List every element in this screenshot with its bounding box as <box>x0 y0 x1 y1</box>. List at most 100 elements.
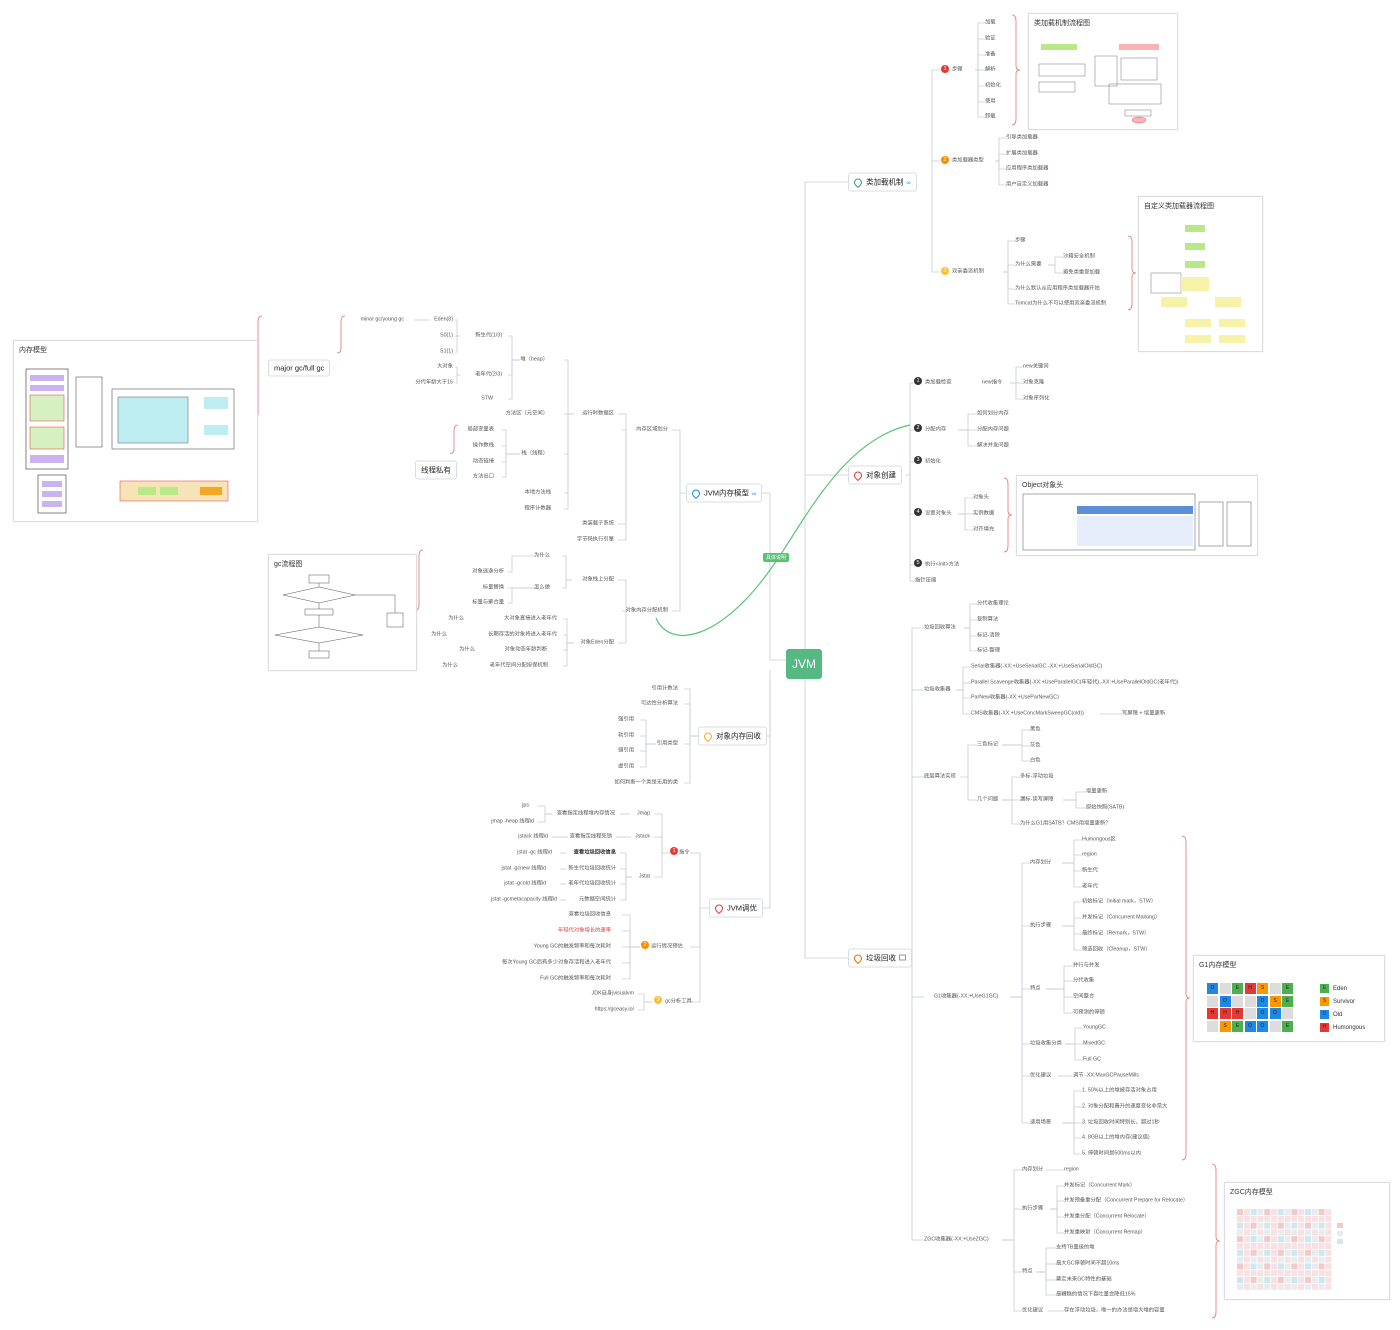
node-bootstrap-loader[interactable]: 引导类加载器 <box>1006 134 1038 141</box>
node-old-gen[interactable]: 老年代 <box>1082 883 1098 890</box>
topic-memory-model[interactable]: JVM内存模型∞ <box>686 483 763 503</box>
node-parnew[interactable]: ParNew收集器(-XX:+UseParNewGC) <box>971 694 1059 701</box>
node-stw[interactable]: STW <box>481 395 493 402</box>
node-soft-ref[interactable]: 软引用 <box>618 732 634 739</box>
node-jps[interactable]: jps <box>522 802 529 809</box>
node-alloc-memory[interactable]: 分配内存 <box>925 426 947 433</box>
topic-major-gc[interactable]: major gc/full gc <box>268 359 331 377</box>
node-split-memory[interactable]: 如何划分内存 <box>977 410 1009 417</box>
node-jstat[interactable]: Jstat <box>638 873 650 880</box>
node-problems[interactable]: 几个问题 <box>977 796 999 803</box>
topic-gc[interactable]: 垃圾回收 <box>848 948 912 968</box>
node-jmap[interactable]: Jmap <box>637 810 650 817</box>
node-remark[interactable]: 最终标记（Remark，STW） <box>1082 930 1150 937</box>
node-jstack-cmd[interactable]: jstack 线程id <box>518 833 548 840</box>
node-missed-mark[interactable]: 漏标-读写屏障 <box>1020 796 1054 803</box>
node-new-stats[interactable]: 新生代垃圾回收统计 <box>568 865 616 872</box>
node-zgc-10ms[interactable]: 最大GC停顿时间不超10ms <box>1056 1260 1120 1267</box>
node-jstat-gcnew[interactable]: jstat -gcnew 线程id <box>501 865 546 872</box>
node-pd-app-first[interactable]: 为什么默认从应用程序类加载器开始 <box>1015 285 1100 292</box>
node-heap[interactable]: 堆（heap） <box>520 356 548 363</box>
node-phantom-ref[interactable]: 虚引用 <box>618 763 634 770</box>
node-g1-mem[interactable]: 内存划分 <box>1030 859 1052 866</box>
node-zgc-steps[interactable]: 执行步骤 <box>1022 1205 1044 1212</box>
node-parent-delegation[interactable]: 双亲委派机制 <box>952 268 984 275</box>
node-pc[interactable]: 程序计数器 <box>524 505 552 512</box>
node-set-header[interactable]: 设置对象头 <box>925 510 952 517</box>
node-eden[interactable]: Eden(8) <box>434 316 453 323</box>
node-how[interactable]: 怎么做 <box>534 584 550 591</box>
node-regions[interactable]: 内存区域划分 <box>636 426 668 433</box>
node-ext-loader[interactable]: 扩展类加载器 <box>1006 150 1038 157</box>
node-zgc-mem[interactable]: 内存划分 <box>1022 1166 1044 1173</box>
node-young[interactable]: 新生代(1/3) <box>475 332 502 339</box>
node-on-stack[interactable]: 对象栈上分配 <box>582 576 614 583</box>
node-why[interactable]: 为什么 <box>534 552 550 559</box>
node-cleanup[interactable]: 筛选回收（Cleanup，STW） <box>1082 946 1151 953</box>
node-est-gc-info[interactable]: 查看垃圾回收信息 <box>568 911 611 918</box>
node-scene-2[interactable]: 2. 对象分配和晋升的速度变化非常大 <box>1082 1103 1168 1110</box>
node-stack[interactable]: 栈（线程） <box>521 450 549 457</box>
node-verify[interactable]: 验证 <box>985 35 996 42</box>
node-predictable-pause[interactable]: 可预测的停顿 <box>1073 1009 1105 1016</box>
node-zgc[interactable]: ZGC收集器(-XX:+UseZGC) <box>924 1236 989 1243</box>
node-heap-info[interactable]: 查看指定线程堆内存情况 <box>556 810 615 817</box>
node-bytecode-engine[interactable]: 字节码执行引擎 <box>576 536 614 543</box>
node-g1-class[interactable]: 垃圾收集分类 <box>1030 1040 1062 1047</box>
node-gc-algorithms[interactable]: 垃圾回收算法 <box>924 624 956 631</box>
node-pd-tomcat[interactable]: Tomcat为什么不可以使用双亲委派机制 <box>1015 300 1107 307</box>
node-escape[interactable]: 对象逃逸分析 <box>472 568 504 575</box>
node-incremental-update[interactable]: 增量更新 <box>1086 788 1108 795</box>
node-header[interactable]: 对象头 <box>973 494 989 501</box>
node-jstack[interactable]: Jstack <box>634 833 650 840</box>
node-class-loader-sub[interactable]: 类装载子系统 <box>582 520 614 527</box>
node-g1-tune-item[interactable]: 调节 -XX:MaxGCPauseMills <box>1073 1072 1139 1079</box>
node-concurrent-mark[interactable]: 并发标记（Concurrent Marking） <box>1082 914 1161 921</box>
node-mark-compact[interactable]: 标记-整理 <box>977 647 1000 654</box>
node-scene-3[interactable]: 3. 垃圾回收时间特别长，超过1秒 <box>1082 1119 1160 1126</box>
node-initialize[interactable]: 初始化 <box>985 82 1001 89</box>
node-reachability[interactable]: 可达性分析算法 <box>640 700 678 707</box>
node-zgc-features[interactable]: 特点 <box>1022 1268 1033 1275</box>
node-class-check[interactable]: 类加载检查 <box>925 379 952 386</box>
node-black[interactable]: 黑色 <box>1030 726 1041 733</box>
node-humongous[interactable]: Humongous区 <box>1082 836 1116 843</box>
node-custom-loader[interactable]: 用户自定义加载器 <box>1006 181 1049 188</box>
node-young-gc[interactable]: YoungGC <box>1083 1024 1106 1031</box>
node-app-loader[interactable]: 应用程序类加载器 <box>1006 165 1049 172</box>
node-native-stack[interactable]: 本地方法栈 <box>524 489 552 496</box>
node-cms-barrier[interactable]: 写屏障 + 增量更新 <box>1122 710 1166 717</box>
node-clone[interactable]: 对象克隆 <box>1023 379 1045 386</box>
node-ref-types[interactable]: 引用类型 <box>656 740 678 747</box>
node-gray[interactable]: 灰色 <box>1030 742 1041 749</box>
node-serial[interactable]: Serial收集器(-XX:+UseSerialGC -XX:+UseSeria… <box>971 663 1103 670</box>
node-zgc-remap[interactable]: 并发重映射（Concurrent Remap） <box>1064 1229 1146 1236</box>
node-concurrency[interactable]: 解决并发问题 <box>977 442 1009 449</box>
node-jvisualvm[interactable]: JDK自身jvisualvm <box>591 990 634 997</box>
node-sandbox[interactable]: 沙箱安全机制 <box>1063 253 1095 260</box>
node-scene-4[interactable]: 4. 8GB以上的堆内存(建议值) <box>1082 1134 1150 1141</box>
node-full-gc[interactable]: Full GC <box>1083 1056 1101 1063</box>
node-alloc-mechanism[interactable]: 对象内存分配机制 <box>625 607 668 614</box>
node-jstat-meta[interactable]: jstat -gcmetacapacity 线程id <box>491 896 557 903</box>
root-topic-jvm[interactable]: JVM <box>786 649 822 679</box>
node-dynamic-age[interactable]: 对象动态年龄判断 <box>504 646 547 653</box>
node-weak-ref[interactable]: 弱引用 <box>618 747 634 754</box>
node-zgc-tune[interactable]: 优化建议 <box>1022 1307 1044 1314</box>
node-scalar-agg[interactable]: 标量与聚合量 <box>472 599 504 606</box>
node-initial-mark[interactable]: 初始标记（initial mark，STW） <box>1082 898 1157 905</box>
node-age-15[interactable]: 分代年龄大于15 <box>415 379 453 386</box>
node-mixed-gc[interactable]: MixedGC <box>1083 1040 1106 1047</box>
node-dynamic-link[interactable]: 动态链接 <box>472 458 494 465</box>
node-commands[interactable]: 指令 <box>679 849 690 856</box>
node-jstat-gc[interactable]: jstat -gc 线程id <box>517 849 552 856</box>
node-white[interactable]: 白色 <box>1030 757 1041 764</box>
topic-thread-private[interactable]: 线程私有 <box>415 460 457 480</box>
node-loader-types[interactable]: 类加载器类型 <box>952 157 984 164</box>
node-gen-collect[interactable]: 分代收集 <box>1073 977 1095 984</box>
node-zgc-relocate[interactable]: 并发重分配（Concurrent Relocate） <box>1064 1213 1150 1220</box>
node-jstat-gcold[interactable]: jstat -gcold 线程id <box>504 880 546 887</box>
node-young-rate[interactable]: 年轻代对象增长的速率 <box>558 927 611 934</box>
node-satb[interactable]: 原始快照(SATB) <box>1086 804 1125 811</box>
topic-class-loading[interactable]: 类加载机制∞ <box>848 172 917 192</box>
